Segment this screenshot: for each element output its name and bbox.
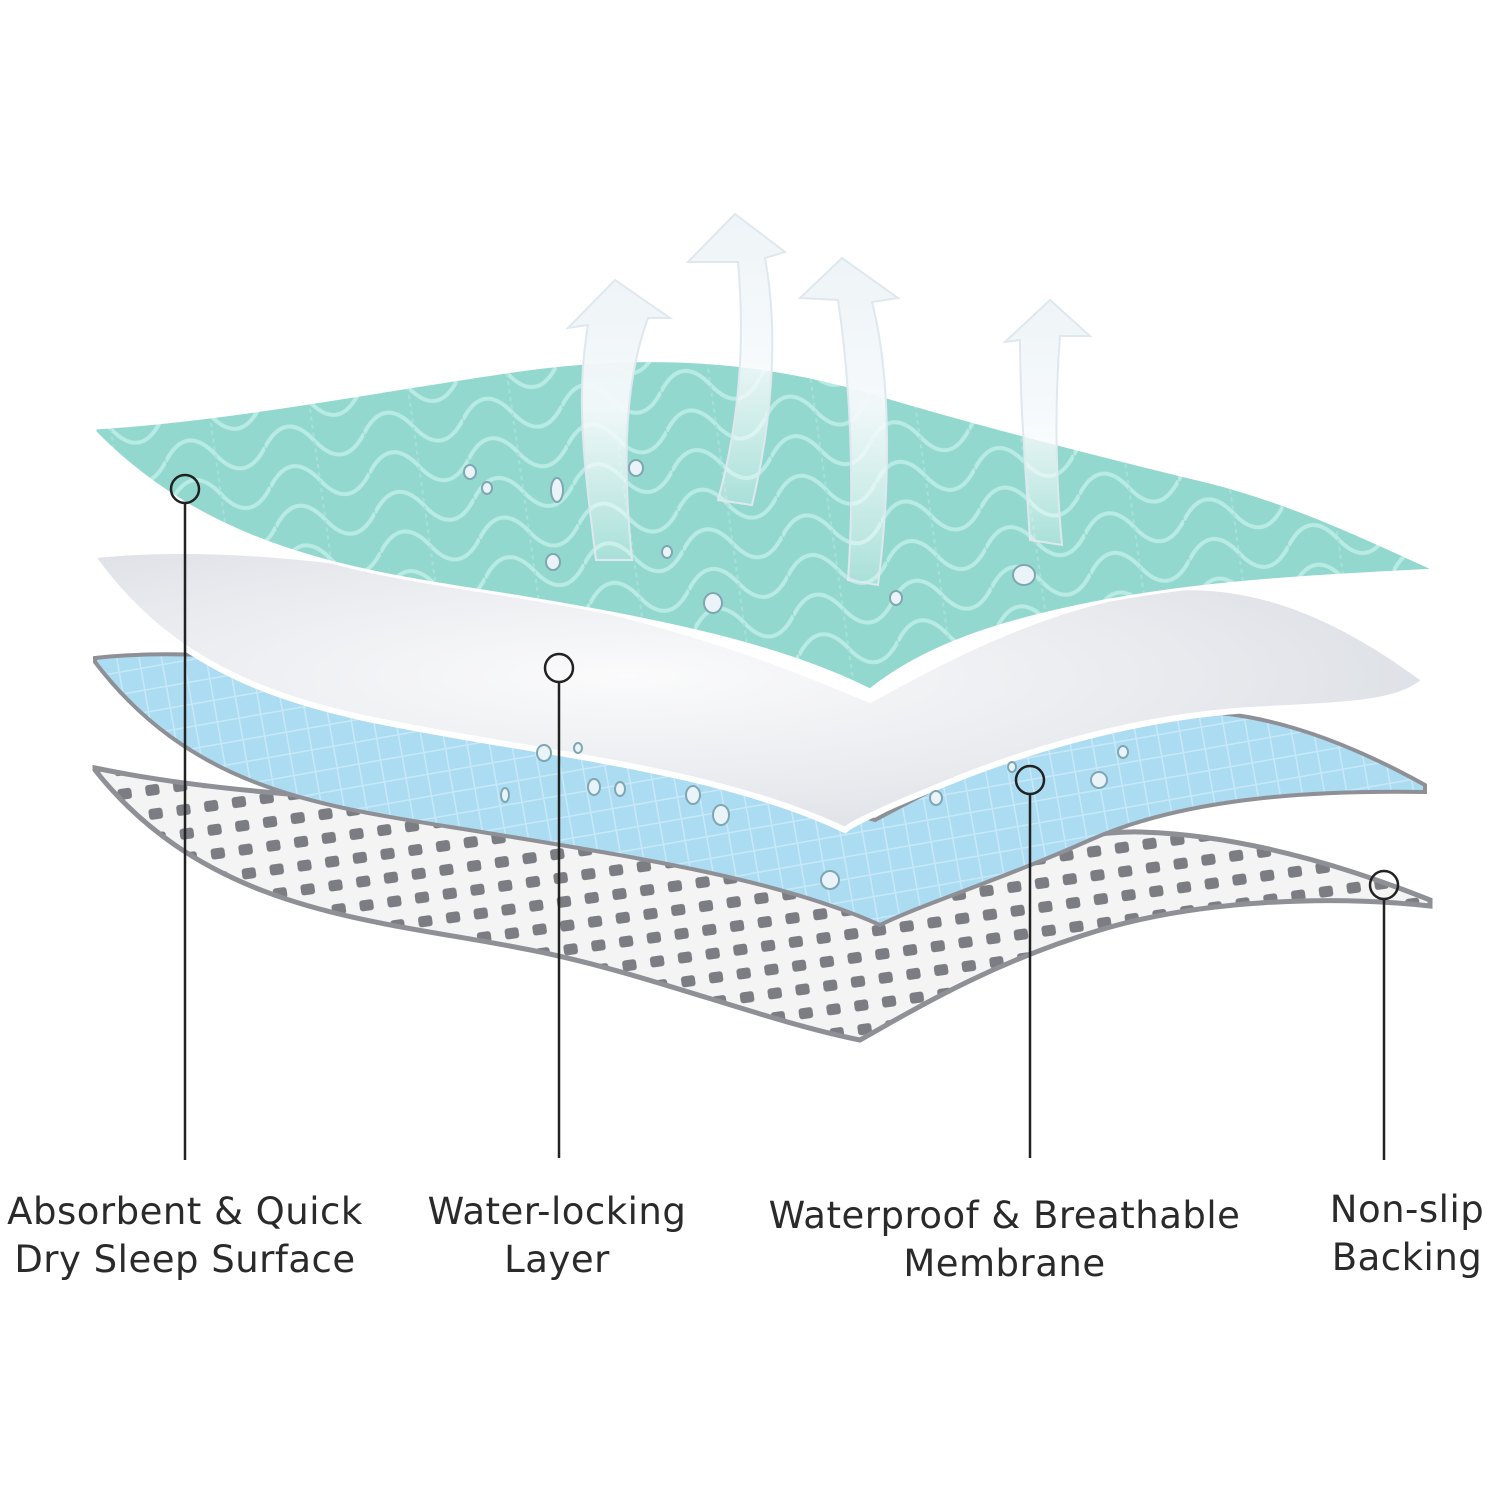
- label-surface-line2: Dry Sleep Surface: [14, 1238, 356, 1281]
- callout-membrane: [1014, 764, 1046, 1158]
- label-membrane-line2: Membrane: [903, 1242, 1106, 1285]
- label-water-lock-line2: Layer: [504, 1238, 610, 1281]
- arrow-4-icon: [1002, 298, 1093, 547]
- label-water-lock: Water-locking Layer: [412, 1188, 702, 1284]
- callout-water-lock: [543, 652, 575, 1158]
- arrow-2-icon: [685, 212, 788, 507]
- breathability-arrows: [565, 212, 1093, 587]
- arrow-1-icon: [565, 278, 674, 561]
- label-membrane-line1: Waterproof & Breathable: [768, 1194, 1241, 1237]
- label-surface-line1: Absorbent & Quick: [7, 1190, 363, 1233]
- callouts: [169, 473, 1400, 1160]
- callout-surface: [169, 473, 201, 1160]
- arrow-3-icon: [797, 256, 901, 587]
- label-backing-line2: Backing: [1331, 1236, 1483, 1279]
- water-locking-layer: [92, 548, 1430, 834]
- label-membrane: Waterproof & Breathable Membrane: [752, 1192, 1257, 1288]
- water-droplets: [463, 459, 1129, 890]
- label-backing-line1: Non-slip: [1329, 1188, 1485, 1231]
- label-surface: Absorbent & Quick Dry Sleep Surface: [0, 1188, 370, 1284]
- callout-backing: [1368, 869, 1400, 1160]
- label-backing: Non-slip Backing: [1318, 1186, 1496, 1282]
- label-water-lock-line1: Water-locking: [427, 1190, 687, 1233]
